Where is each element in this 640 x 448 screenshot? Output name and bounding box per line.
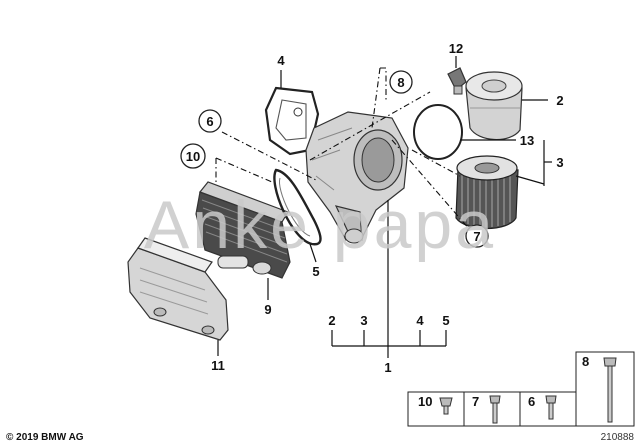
watermark: Anke papa: [144, 187, 496, 263]
summary-3: 3: [360, 313, 367, 328]
callout-9: 9: [264, 302, 271, 317]
callout-3: 3: [556, 155, 563, 170]
callout-2: 2: [556, 93, 563, 108]
callout-10: 10: [186, 149, 200, 164]
kit-summary: 2 3 4 5: [328, 313, 449, 328]
summary-2: 2: [328, 313, 335, 328]
legend-10: 10: [418, 394, 432, 409]
callout-12: 12: [449, 41, 463, 56]
callout-circle-10: [180, 143, 206, 169]
diagram-number: 210888: [601, 432, 635, 443]
bolt-8-icon: [603, 357, 617, 423]
legend-6: 6: [528, 394, 535, 409]
part-11-oil-cooler-cover: [127, 237, 229, 341]
callout-8: 8: [397, 75, 404, 90]
summary-5: 5: [442, 313, 449, 328]
part-12-pressure-sensor: [447, 67, 467, 95]
bolt-7-icon: [489, 395, 501, 424]
callout-11: 11: [211, 358, 225, 373]
part-5-seal-ring: [273, 168, 322, 246]
fastener-legend: 10 7 6 8: [407, 351, 635, 427]
assembly-lines: [215, 67, 471, 231]
part-3-filter-insert: [455, 155, 519, 229]
part-13-o-ring: [413, 104, 463, 160]
callout-circle-7: [465, 224, 489, 248]
callout-1: 1: [384, 360, 391, 375]
summary-4: 4: [416, 313, 424, 328]
leader-lines: [217, 56, 552, 358]
legend-7: 7: [472, 394, 479, 409]
callout-circle-6: [198, 109, 222, 133]
callout-4: 4: [277, 53, 285, 68]
legend-8: 8: [582, 354, 589, 369]
callout-5: 5: [312, 264, 319, 279]
callout-13: 13: [520, 133, 534, 148]
bolt-6-icon: [545, 395, 557, 420]
bolt-10-icon: [439, 397, 453, 415]
copyright-text: © 2019 BMW AG: [6, 432, 84, 443]
part-4-gasket: [264, 86, 320, 156]
callout-circle-8: [389, 70, 413, 94]
callout-6: 6: [206, 114, 213, 129]
part-2-filter-cover: [465, 71, 523, 141]
part-9-heat-exchanger: [195, 181, 291, 279]
callout-labels: 4 12 8 2 6 13 10 3 7 5 9 11 1: [186, 41, 564, 375]
callout-7: 7: [473, 229, 480, 244]
part-1-filter-housing: [305, 111, 409, 244]
